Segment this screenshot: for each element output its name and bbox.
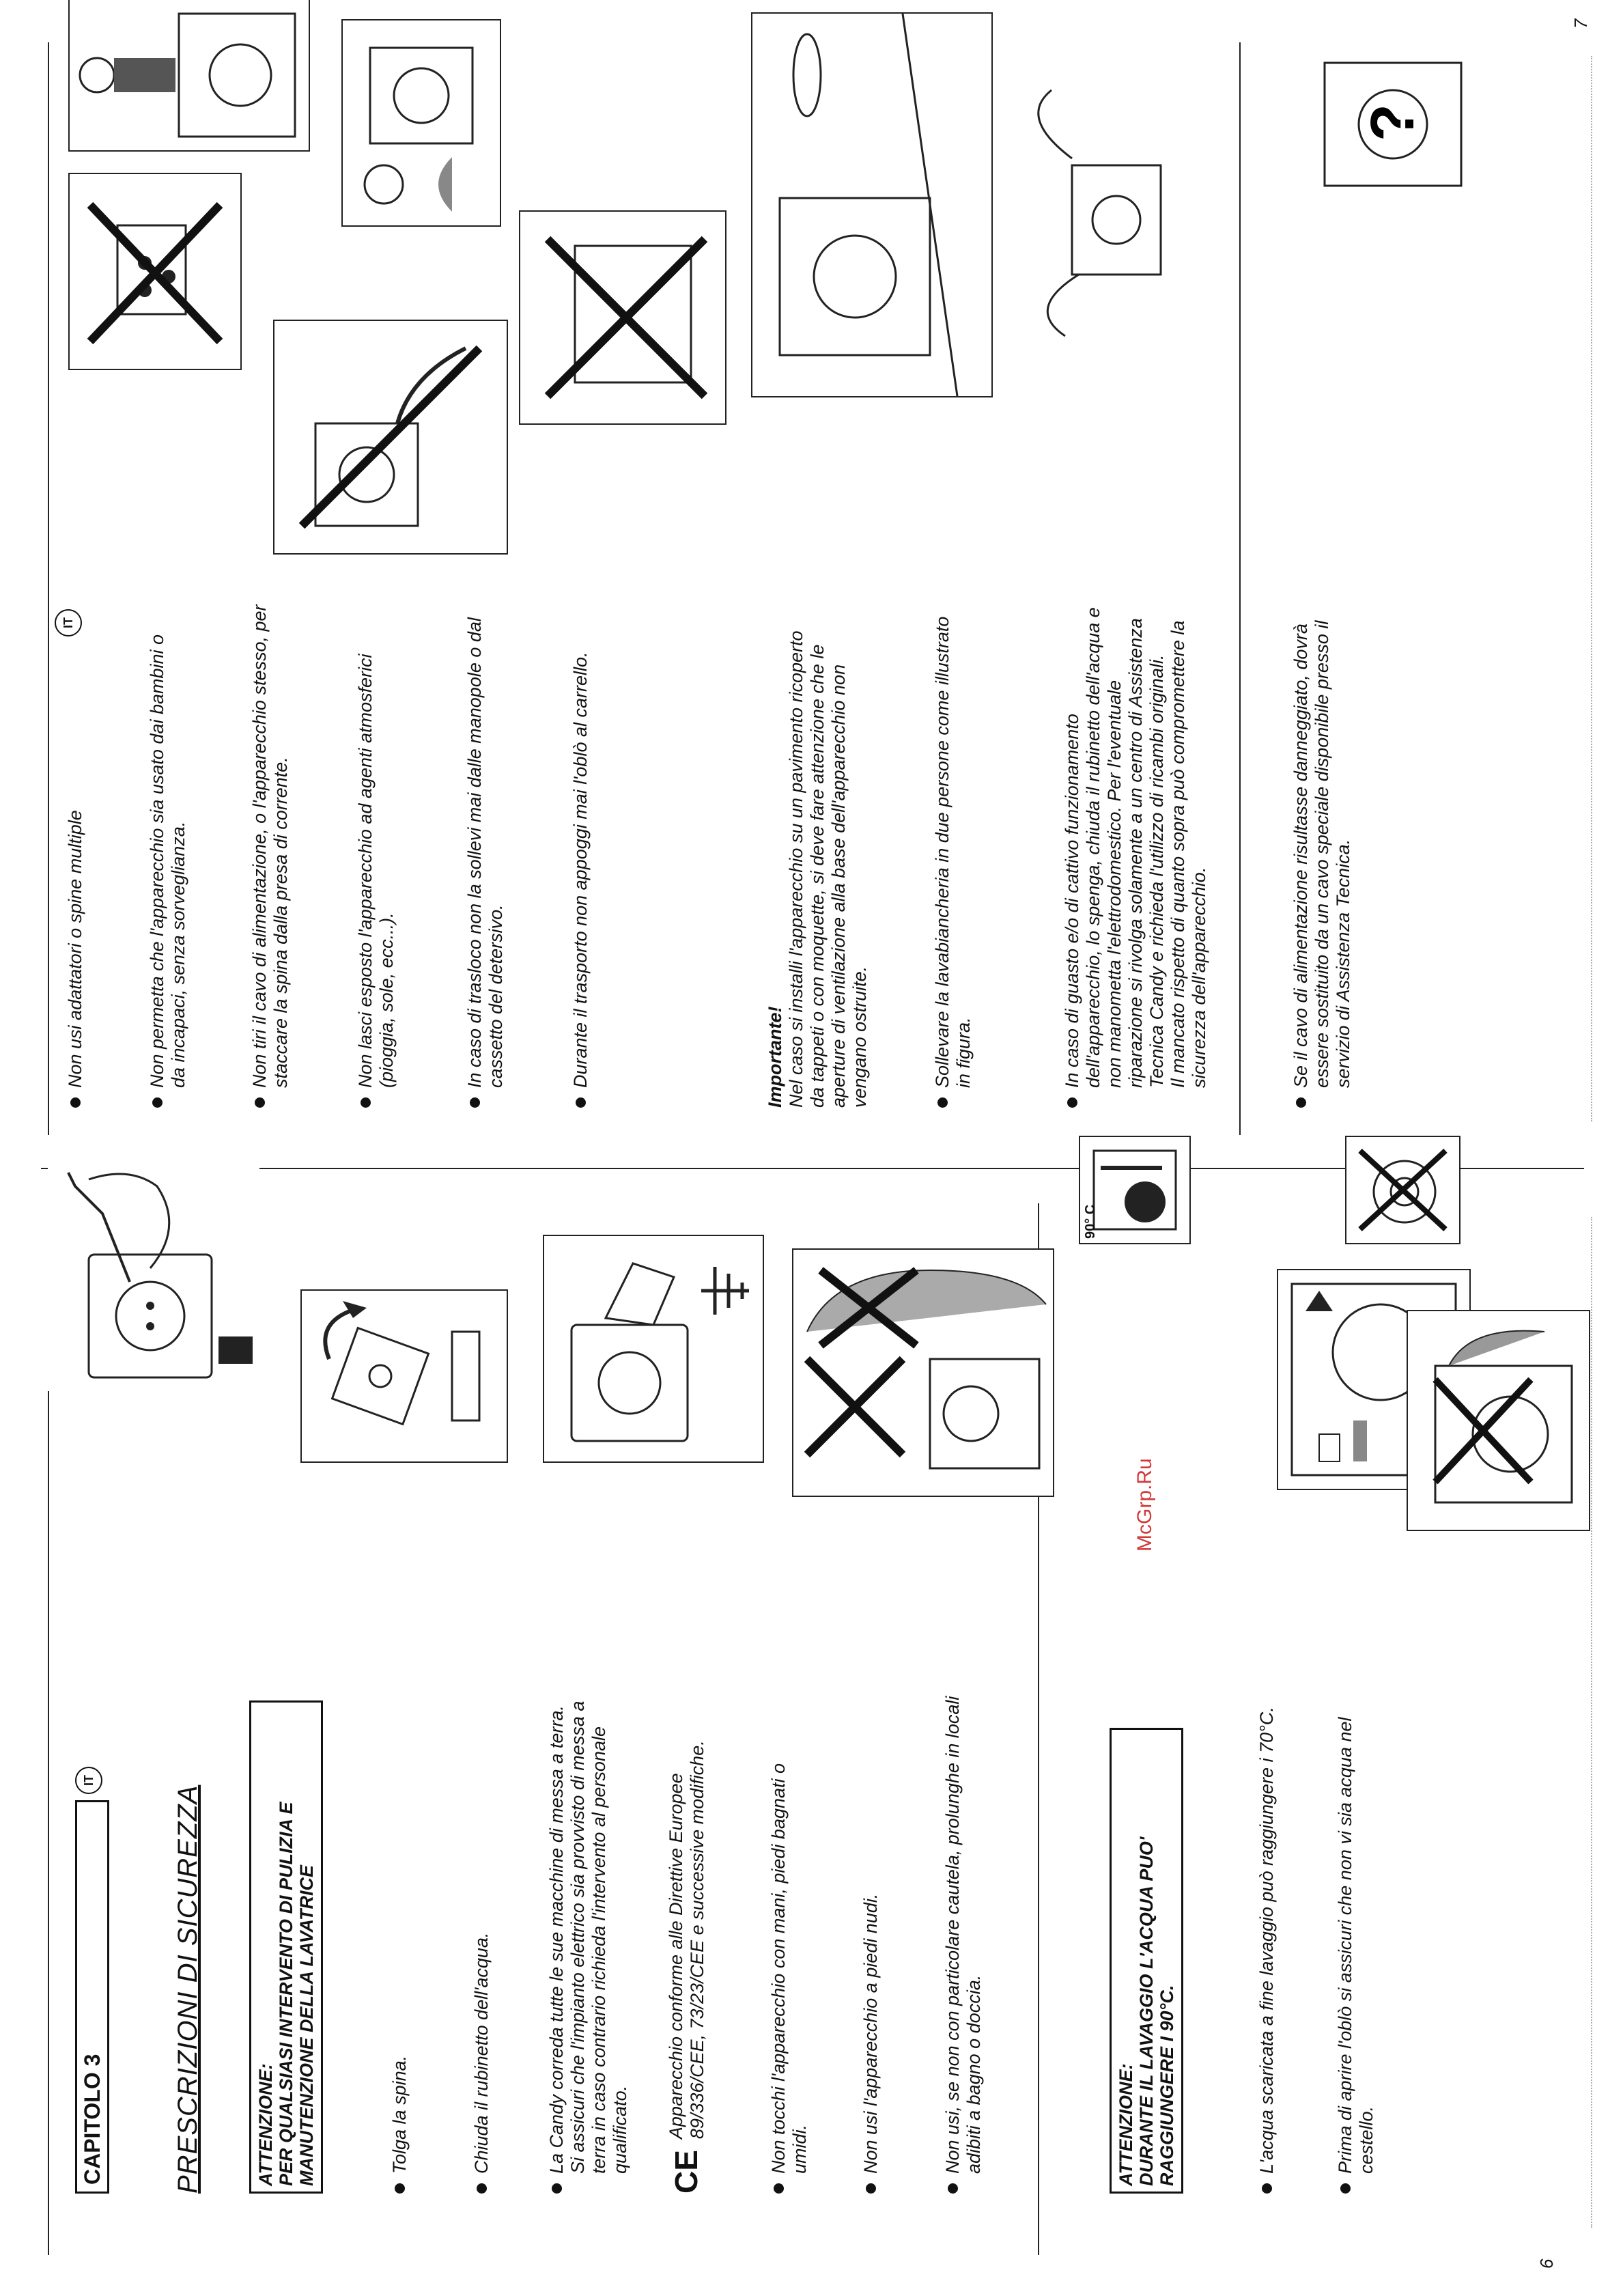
item-text: staccare la spina dalla presa di corrent…: [270, 757, 291, 1088]
item-text: Non tiri il cavo di alimentazione, o l'a…: [249, 165, 270, 1108]
list-item: Se il cavo di alimentazione risultasse d…: [1290, 165, 1354, 1108]
ce-mark-icon: CE: [668, 2150, 704, 2194]
warning-line: RAGGIUNGERE I 90°C.: [1157, 1985, 1177, 2186]
item-text: (pioggia, sole, ecc...).: [376, 912, 397, 1088]
bullet-icon: [576, 1097, 586, 1108]
extension-cord-illustration: [1345, 1136, 1460, 1244]
bullet-icon: [1262, 2183, 1272, 2194]
warning-line: PER QUALSIASI INTERVENTO DI PULIZIA E: [276, 1802, 296, 2186]
chapter-heading: CAPITOLO 3: [75, 1800, 109, 2194]
no-hand-in-drum-icon: [1433, 1330, 1573, 1504]
warning-line: ATTENZIONE:: [1116, 2063, 1136, 2186]
two-person-lift-icon: [1037, 89, 1162, 337]
multi-plug-illustration: [68, 173, 242, 370]
unplug-hand-icon: [67, 1172, 253, 1379]
child-supervision-illustration: [68, 0, 310, 152]
bullet-icon: [937, 1097, 948, 1108]
thermometer-icon: [1092, 1149, 1177, 1231]
warning-line: DURANTE IL LAVAGGIO L'ACQUA PUO': [1136, 1836, 1157, 2186]
list-item: L'acqua scaricata a fine lavaggio può ra…: [1256, 1251, 1278, 2194]
item-text: L'acqua scaricata a fine lavaggio può ra…: [1256, 1251, 1278, 2194]
item-text: In caso di trasloco non la sollevi mai d…: [464, 165, 485, 1108]
water-tap-icon: [323, 1301, 481, 1426]
hot-water-illustration: 90° C: [1079, 1136, 1191, 1244]
item-text: Non tocchi l'apparecchio con mani, piedi…: [768, 1251, 789, 2194]
two-person-lift-illustration: [997, 49, 1222, 377]
no-pull-cord-icon: [298, 345, 483, 529]
door-open-illustration: [1079, 1251, 1188, 1319]
no-wet-contact-icon: [804, 1267, 1047, 1470]
earth-plug-icon: [570, 1262, 749, 1442]
list-item: Non tiri il cavo di alimentazione, o l'a…: [249, 165, 292, 1108]
ventilation-carpet-illustration: [751, 12, 993, 397]
list-item: In caso di trasloco non la sollevi mai d…: [464, 165, 507, 1108]
child-door-illustration: [1407, 1310, 1590, 1531]
floor-ventilation-icon: [778, 14, 959, 396]
bullet-icon: [255, 1097, 265, 1108]
warning-line: MANUTENZIONE DELLA LAVATRICE: [296, 1865, 317, 2186]
temperature-label: 90° C: [1083, 1204, 1098, 1239]
bullet-icon: [948, 2183, 958, 2194]
child-icon: [79, 12, 296, 138]
page-number-right: 7: [1570, 18, 1591, 29]
water-tap-illustration: [300, 1289, 508, 1463]
item-text: servizio di Assistenza Tecnica.: [1333, 839, 1353, 1088]
no-adapter-icon: [87, 201, 223, 345]
language-badge-left: IT: [75, 1767, 102, 1794]
bullet-icon: [774, 2183, 784, 2194]
item-text: cassetto del detersivo.: [485, 904, 506, 1088]
bullet-icon: [866, 2183, 876, 2194]
warning-box-temperature: ATTENZIONE: DURANTE IL LAVAGGIO L'ACQUA …: [1110, 1728, 1183, 2194]
no-extension-icon: [1358, 1149, 1448, 1231]
bullet-icon: [477, 2183, 487, 2194]
item-text: essere sostituito da un cavo speciale di…: [1312, 620, 1332, 1088]
page-title: PRESCRIZIONI DI SICUREZZA: [173, 1784, 203, 2194]
sun-rain-icon: [363, 46, 474, 212]
bullet-icon: [70, 1097, 81, 1108]
bullet-icon: [552, 2183, 562, 2194]
item-text: Se il cavo di alimentazione risultasse d…: [1290, 165, 1312, 1108]
bullet-icon: [361, 1097, 371, 1108]
list-item: Non lasci esposto l'apparecchio ad agent…: [355, 165, 397, 1108]
no-lift-knob-icon: [544, 236, 708, 400]
unplug-illustration: [48, 1166, 259, 1391]
weather-exposure-illustration: [341, 19, 501, 227]
warning-box-cleaning: ATTENZIONE: PER QUALSIASI INTERVENTO DI …: [249, 1700, 323, 2194]
bullet-icon: [470, 1097, 480, 1108]
bullet-icon: [1296, 1097, 1306, 1108]
malfunction-illustration: ?: [1243, 42, 1488, 206]
svg-text:?: ?: [1359, 104, 1427, 141]
lifting-knobs-illustration: [519, 210, 726, 425]
wet-hands-feet-illustration: [792, 1248, 1054, 1497]
item-text: Non lasci esposto l'apparecchio ad agent…: [355, 165, 376, 1108]
earthing-illustration: [543, 1235, 764, 1463]
page-number-left: 6: [1536, 2258, 1557, 2269]
bullet-icon: [1340, 2183, 1351, 2194]
bullet-icon: [152, 1097, 163, 1108]
bullet-icon: [1067, 1097, 1077, 1108]
warning-line: ATTENZIONE:: [255, 2063, 276, 2186]
pull-cord-illustration: [273, 320, 508, 555]
question-mark-icon: ?: [1323, 61, 1463, 187]
bullet-icon: [395, 2183, 405, 2194]
